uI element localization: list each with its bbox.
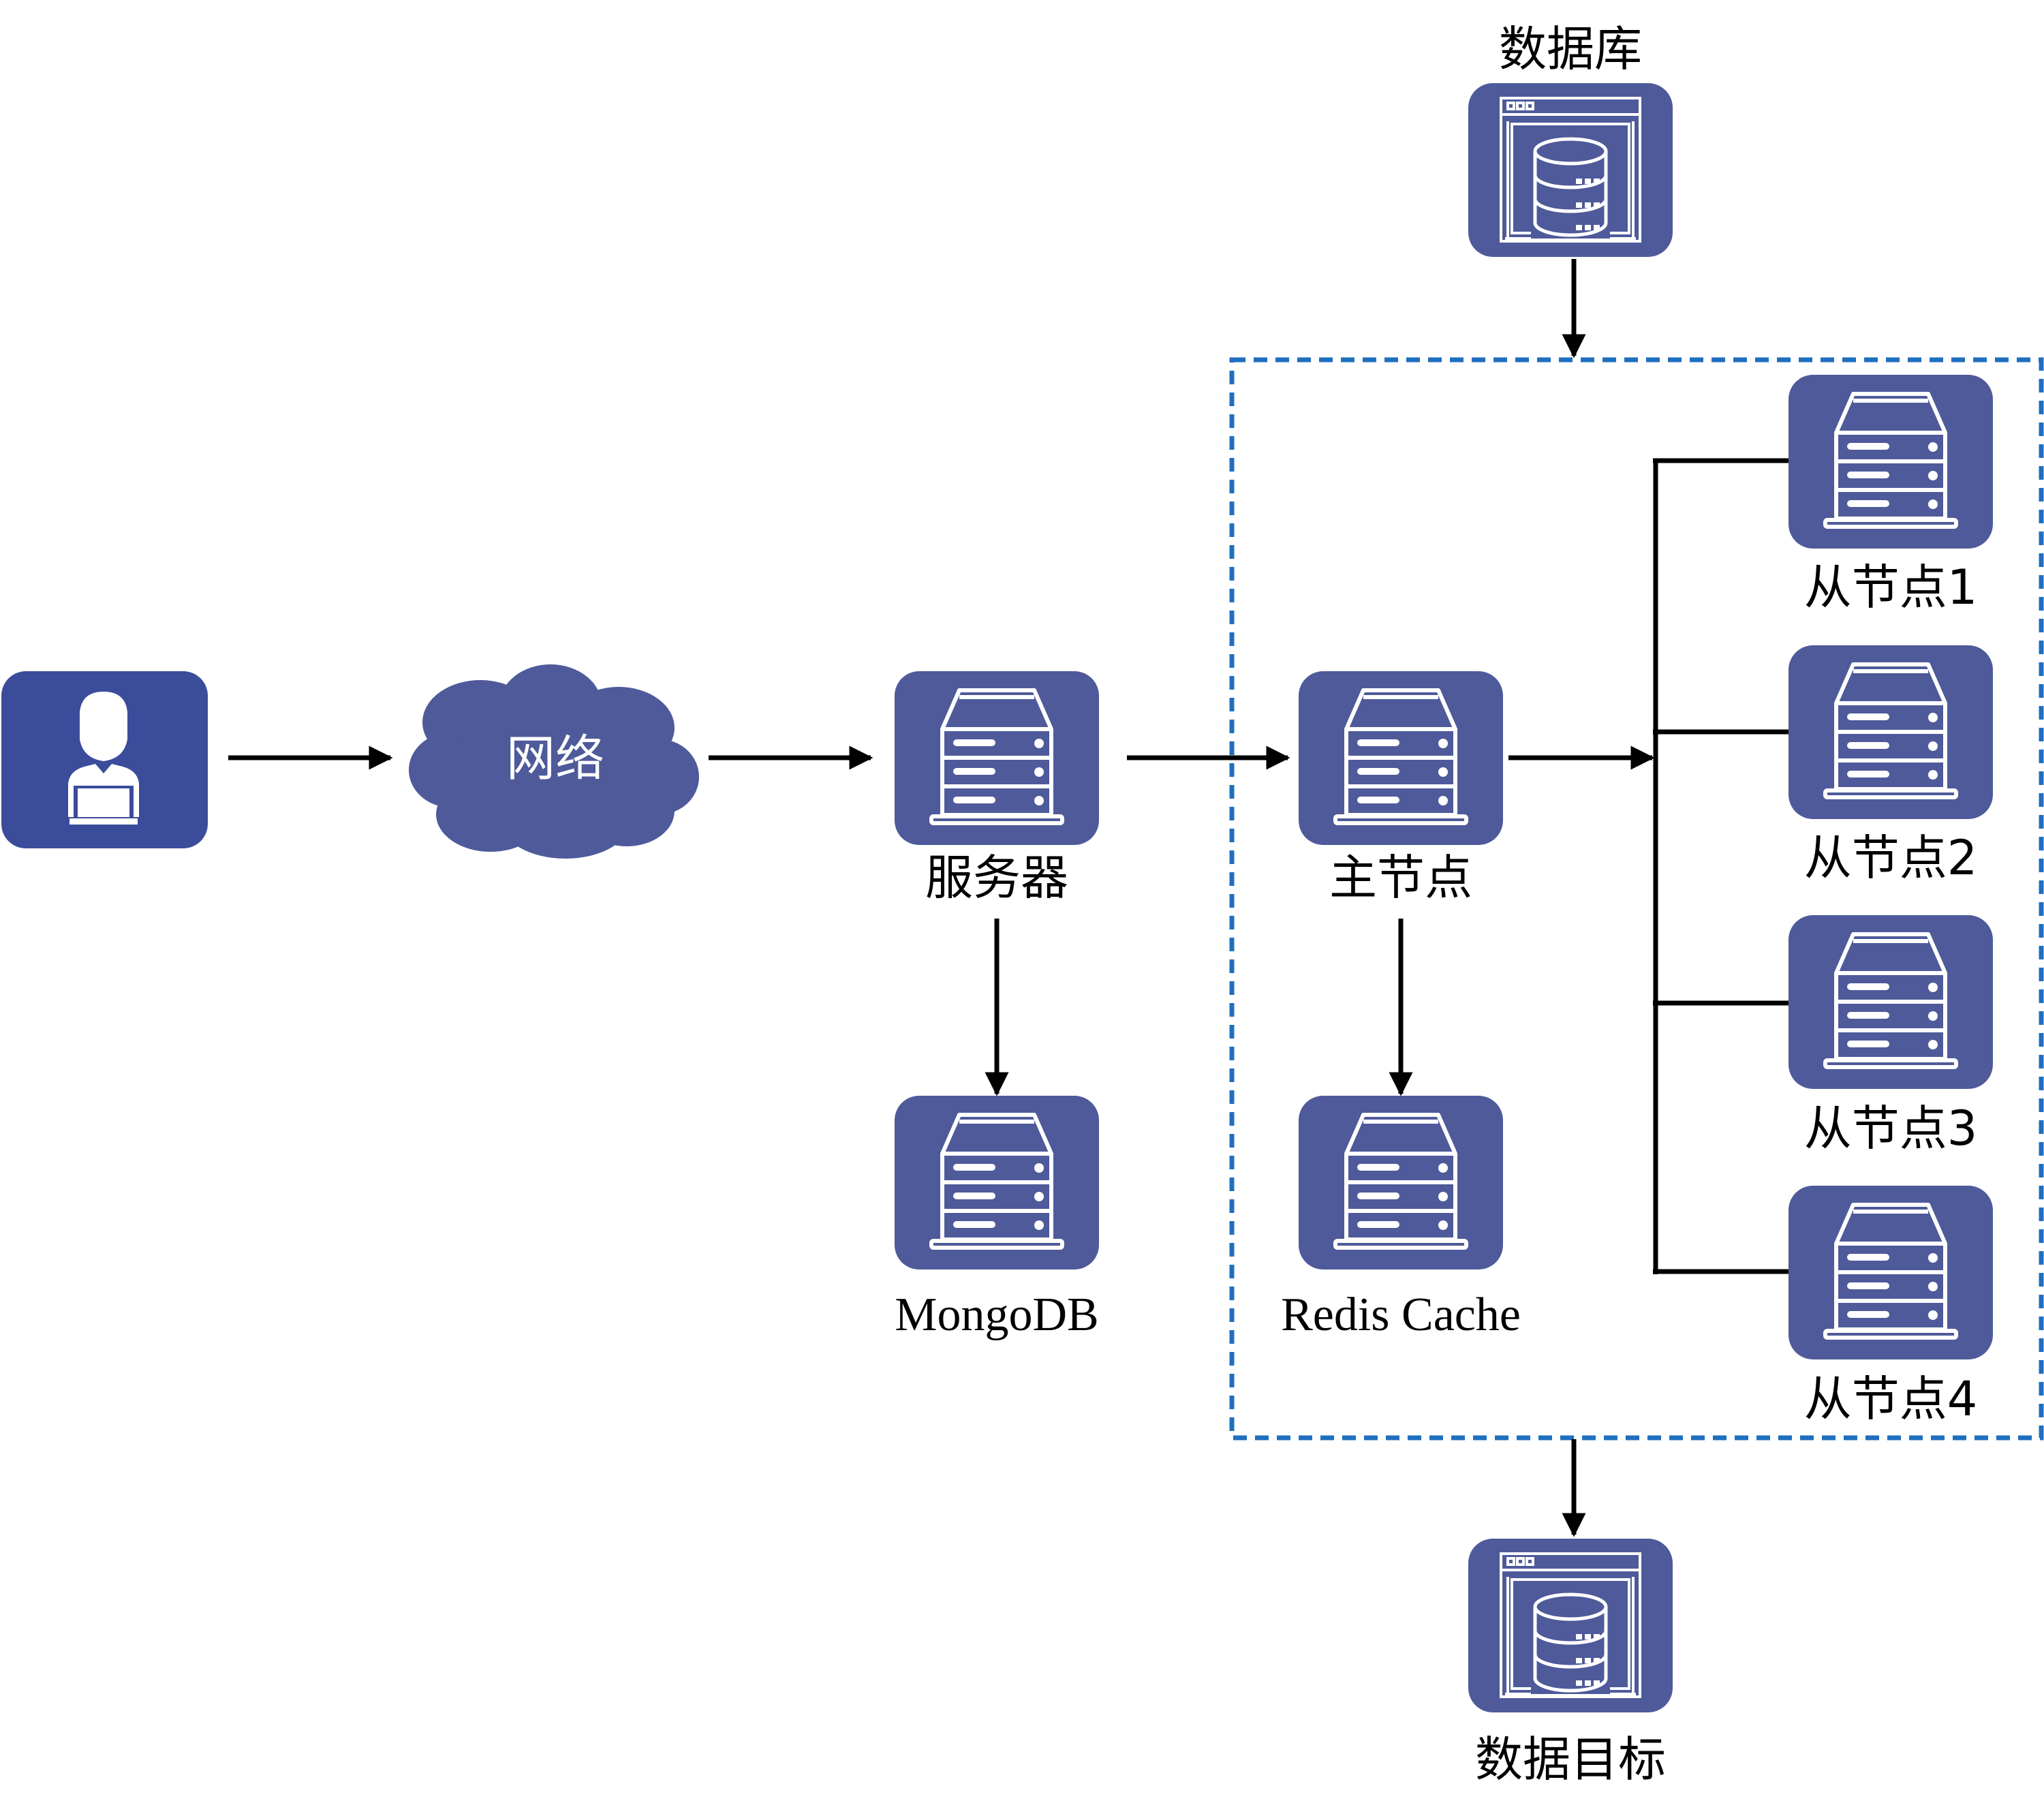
slave-node-3: 从节点3 — [1788, 915, 1993, 1156]
server-rack-icon — [1788, 915, 1993, 1089]
server-rack-icon — [1788, 1186, 1993, 1359]
cluster-boundary — [1229, 357, 2044, 1441]
database-window-icon — [1468, 83, 1673, 257]
mongodb-node: MongoDB — [895, 1096, 1099, 1341]
server-label: 服务器 — [925, 850, 1068, 906]
slave-node-4: 从节点4 — [1788, 1186, 1993, 1427]
database-label: 数据库 — [1499, 21, 1642, 77]
master-label: 主节点 — [1329, 850, 1472, 906]
user-laptop-icon — [68, 692, 139, 825]
master-node: 主节点 — [1299, 671, 1503, 906]
server-rack-icon — [1788, 645, 1993, 819]
slave-label-2: 从节点2 — [1804, 830, 1978, 886]
redis-node: Redis Cache — [1281, 1096, 1521, 1341]
server-rack-icon — [1299, 1096, 1503, 1269]
slave-label-4: 从节点4 — [1804, 1371, 1978, 1427]
redis-label: Redis Cache — [1281, 1289, 1521, 1341]
server-rack-icon — [895, 1096, 1099, 1269]
cloud-icon — [409, 664, 699, 859]
slave-node-1: 从节点1 — [1788, 375, 1993, 615]
slave-node-2: 从节点2 — [1788, 645, 1993, 886]
database-window-icon — [1468, 1539, 1673, 1712]
mongodb-label: MongoDB — [895, 1289, 1098, 1341]
network-label: 网络 — [506, 730, 604, 787]
network-node: 网络 — [409, 664, 699, 859]
server-node: 服务器 — [895, 671, 1099, 906]
server-rack-icon — [1788, 375, 1993, 549]
slave-label-3: 从节点3 — [1804, 1101, 1978, 1156]
target-node: 数据目标 — [1468, 1539, 1673, 1787]
server-rack-icon — [1299, 671, 1503, 845]
slave-label-1: 从节点1 — [1804, 559, 1978, 615]
target-label: 数据目标 — [1475, 1732, 1666, 1787]
server-rack-icon — [895, 671, 1099, 845]
user-node — [1, 671, 208, 848]
connectors — [228, 259, 1788, 1537]
database-node: 数据库 — [1468, 21, 1673, 257]
